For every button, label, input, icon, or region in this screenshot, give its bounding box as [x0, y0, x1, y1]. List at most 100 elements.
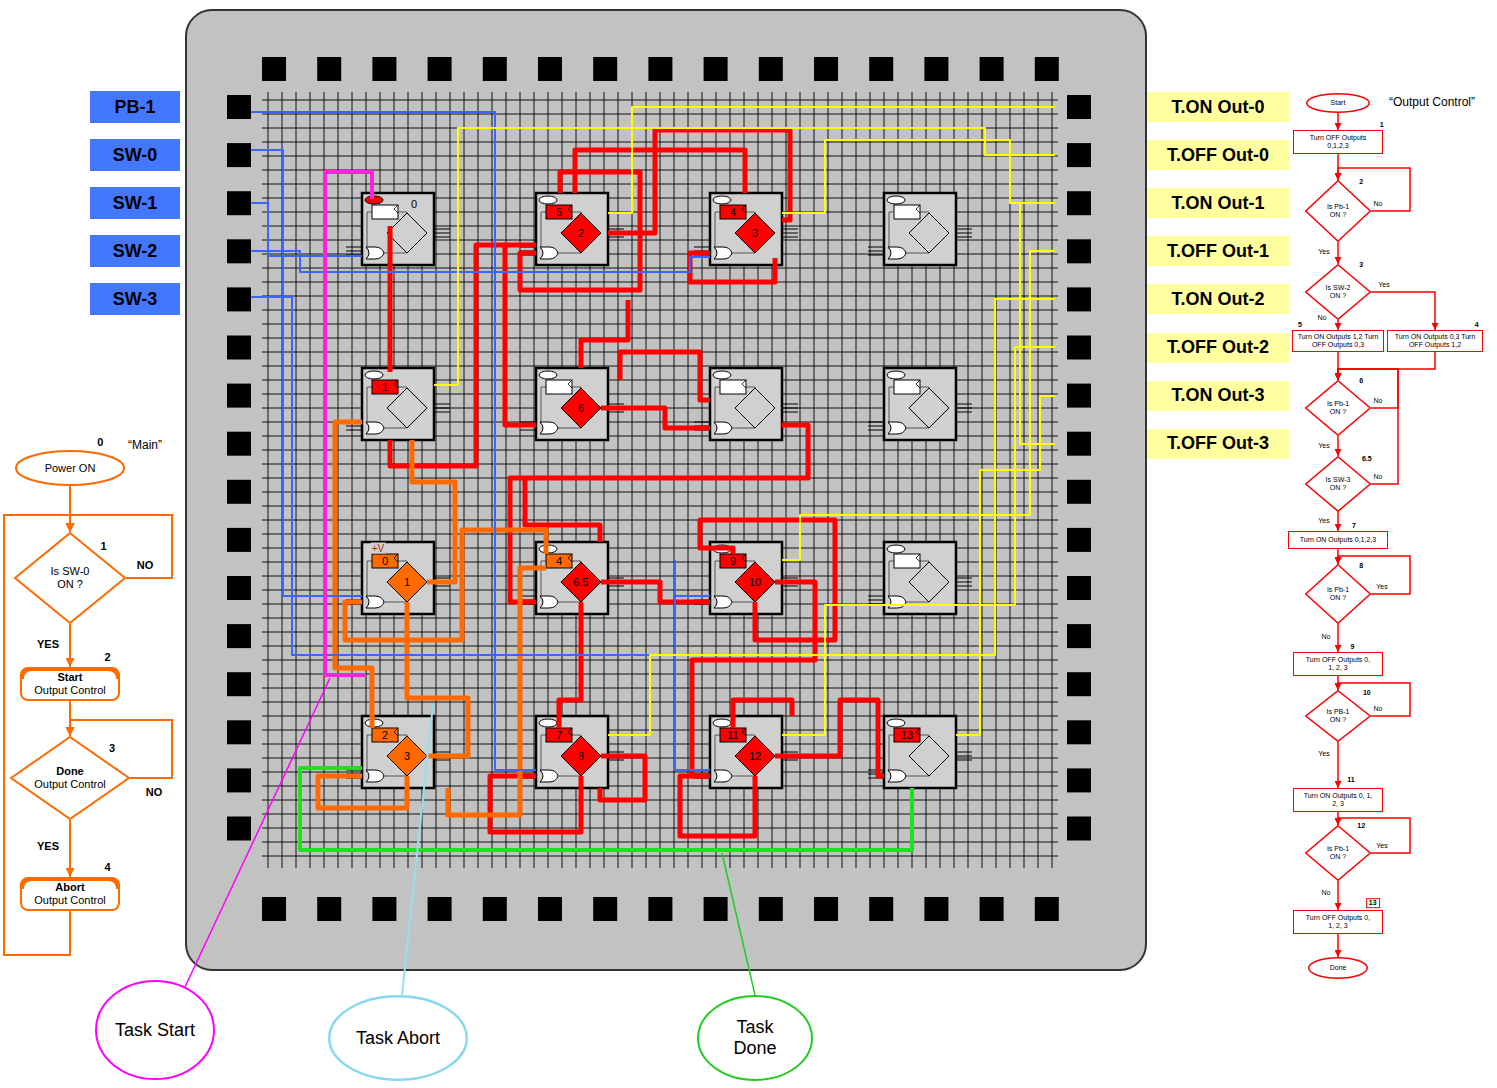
cell-number: 3 [751, 227, 759, 239]
cell-number: 8 [577, 750, 585, 762]
grid-line [262, 338, 1058, 339]
cell-clock [916, 380, 920, 388]
or-gate [888, 770, 906, 782]
diamond-outline [1306, 457, 1371, 512]
cell-diamond [387, 562, 427, 602]
node-body: Start [1306, 93, 1370, 113]
flow-arrow [1337, 320, 1339, 330]
node-text: Is SW-2 ON ? [1321, 284, 1355, 300]
cell-diamond [735, 562, 775, 602]
node-text: T.OFF Out-2 [1167, 337, 1269, 358]
node-body: SW-1 [90, 187, 180, 219]
grid-line [338, 92, 339, 868]
output-label: T.OFF Out-1 [1147, 236, 1289, 266]
bond-pad [1067, 432, 1091, 456]
cell-stub [956, 233, 972, 234]
node-body: Is PB-1 ON ? [1305, 690, 1371, 742]
process-box: Turn OFF Outputs 0, 1, 2, 313 [1293, 910, 1383, 934]
node-text-block: Turn OFF Outputs 0,1,2,3 [1307, 134, 1369, 150]
grid-line [262, 506, 1058, 507]
start-terminal: Start [1306, 93, 1370, 113]
edge-label: No [1317, 314, 1328, 322]
bond-pad [227, 287, 251, 311]
flow-arrow [1337, 436, 1339, 456]
input-label: PB-1 [90, 91, 180, 123]
cell-stub [346, 251, 362, 252]
node-body: T.ON Out-1 [1147, 188, 1289, 218]
node-text-block: StartOutput Control [34, 671, 106, 696]
cell-body [884, 542, 956, 614]
decision-diamond: Is SW-2 ON ?3 [1305, 264, 1371, 320]
main-wire [448, 568, 546, 815]
node-text-block: Task Done [730, 1017, 780, 1058]
node-text: SW-3 [113, 289, 158, 310]
logic-cell [868, 193, 972, 265]
flow-arrow [1337, 934, 1339, 957]
cell-clock [394, 380, 398, 388]
ellipse-outline [1309, 958, 1368, 979]
cell-enable [713, 371, 731, 379]
cell-stub [694, 247, 710, 248]
input-label: SW-1 [90, 187, 180, 219]
step-number: 4 [1475, 321, 1479, 329]
node-body: Turn OFF Outputs 0,1,2,3 [1294, 131, 1382, 153]
step-number: 13 [1366, 898, 1380, 908]
step-number: 2 [104, 651, 110, 663]
cell-enable [887, 196, 905, 204]
node-text-block: Turn ON Outputs 0, 1, 2, 3 [1303, 792, 1373, 808]
node-body: Task Start [95, 980, 215, 1080]
cell-number: 4 [729, 206, 737, 218]
bond-pad [980, 897, 1004, 921]
output-wire [434, 128, 1055, 385]
bond-pad [1067, 95, 1091, 119]
cell-latch [720, 205, 746, 219]
node-text: Turn OFF Outputs 0, 1, 2, 3 [1303, 656, 1373, 672]
grid-line [870, 92, 871, 868]
diamond-outline [11, 737, 129, 819]
node-text-block: AbortOutput Control [34, 881, 106, 906]
bond-pad [1035, 57, 1059, 81]
cell-stub [956, 229, 972, 230]
diamond-outline [1306, 381, 1371, 436]
cell-number: 0 [381, 555, 389, 567]
output-label: T.OFF Out-3 [1147, 429, 1289, 459]
cell-stub [434, 578, 450, 579]
bond-pad [814, 57, 838, 81]
bond-pad [262, 57, 286, 81]
cell-stub [608, 237, 624, 238]
input-wire [251, 203, 362, 256]
grid-line [262, 520, 1058, 521]
node-body: T.ON Out-3 [1147, 381, 1289, 411]
grid-line [1010, 92, 1011, 868]
grid-line [814, 92, 815, 868]
main-wire [407, 602, 468, 756]
flow-arrow [1337, 512, 1339, 531]
cell-stub [782, 233, 798, 234]
grid-line [262, 464, 1058, 465]
edge-label: Yes [1375, 583, 1388, 591]
cell-enable [365, 371, 383, 379]
step-number: 7 [1352, 522, 1356, 530]
node-text-block: Is SW-0 ON ? [44, 565, 96, 590]
cell-enable [539, 371, 557, 379]
main-wire [345, 530, 546, 640]
grid-line [492, 92, 493, 868]
node-text-block: T.OFF Out-1 [1167, 241, 1269, 262]
cell-latch [720, 728, 746, 742]
edge-label: Yes [1377, 281, 1390, 289]
cell-enable [713, 196, 731, 204]
bond-pad [1067, 384, 1091, 408]
cell-stub [782, 237, 798, 238]
cell-latch [546, 728, 572, 742]
cell-latch [372, 728, 398, 742]
node-body: T.OFF Out-1 [1147, 236, 1289, 266]
control-wire [601, 408, 710, 428]
bond-pad [317, 897, 341, 921]
node-body: Power ON [15, 450, 125, 486]
node-body: AbortOutput Control [20, 877, 120, 911]
ellipse-outline [329, 996, 467, 1080]
node-text: Turn ON Outputs 0,3 Turn OFF Outputs 1,2 [1392, 333, 1478, 349]
bond-pad [980, 57, 1004, 81]
edge-label: No [1321, 633, 1332, 641]
cell-body [710, 716, 782, 788]
